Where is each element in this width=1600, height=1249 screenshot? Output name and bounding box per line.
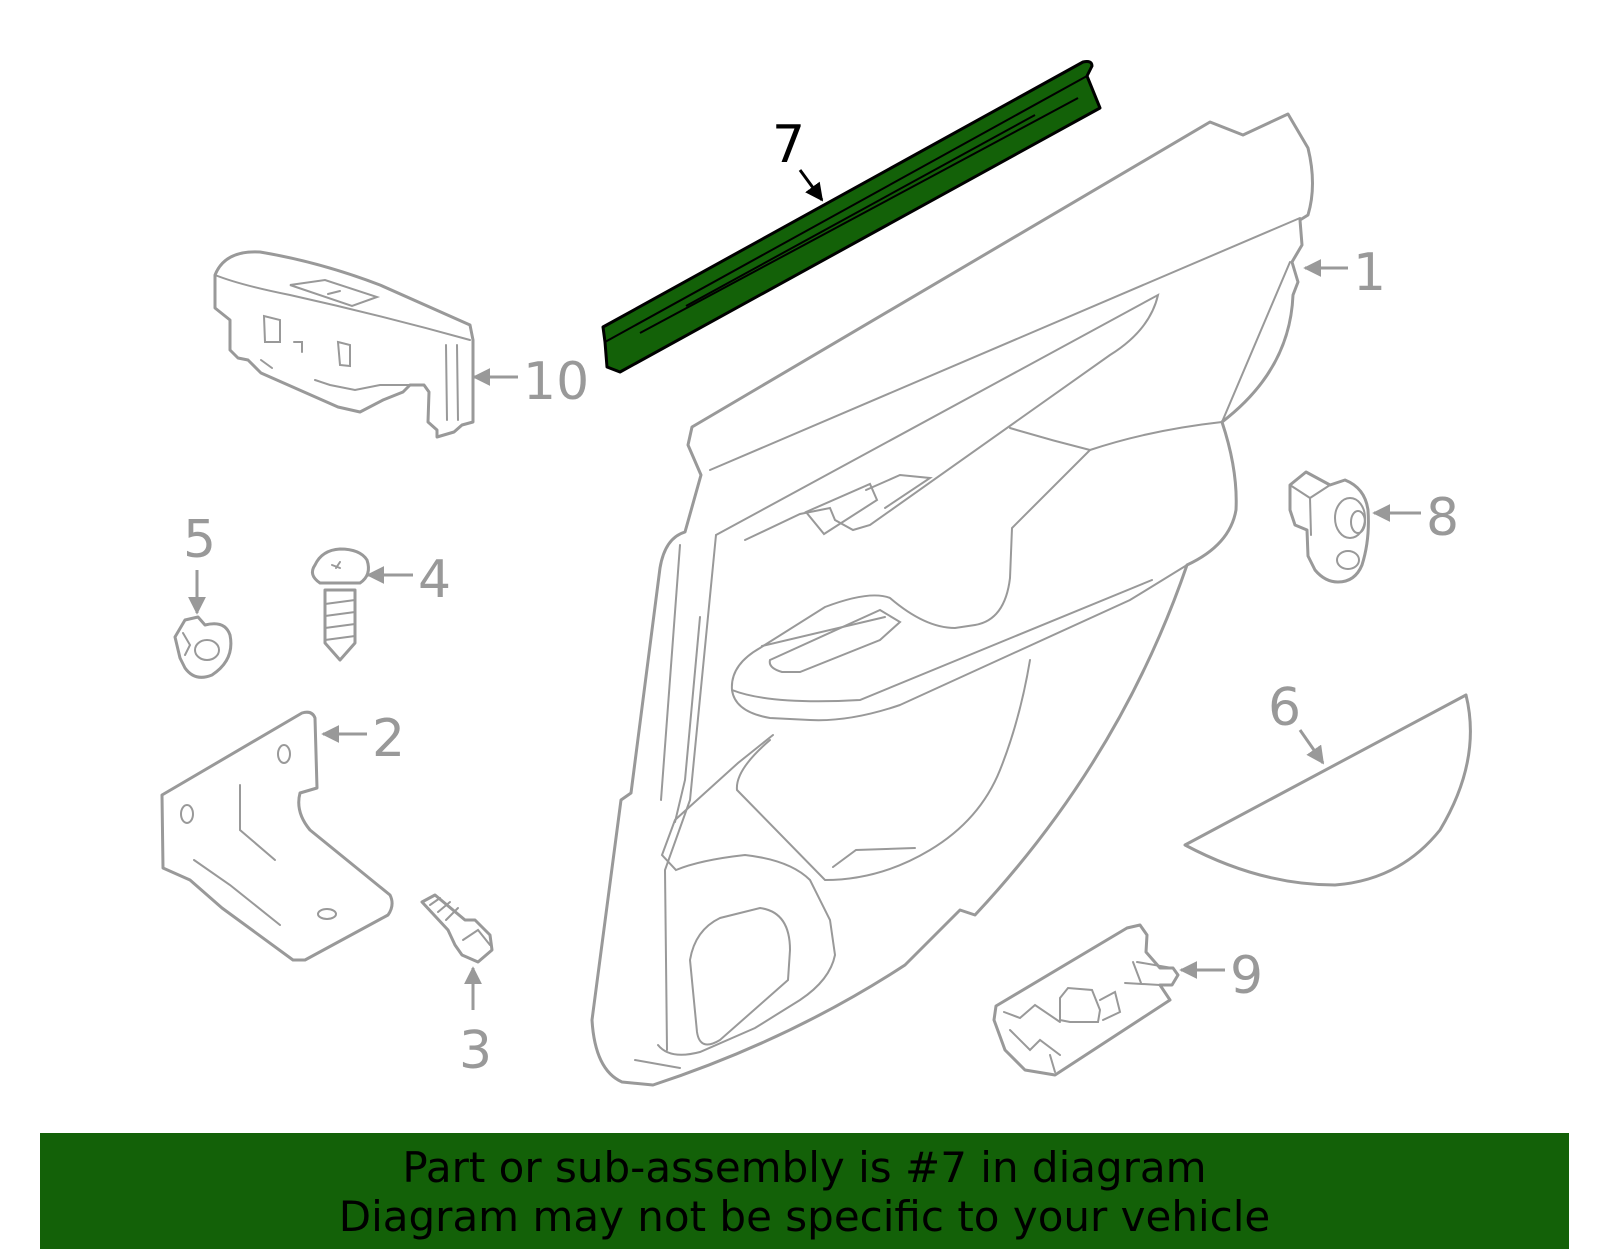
leader-7: [798, 169, 824, 202]
bracket-part-2: [160, 710, 394, 962]
callout-4: 4: [418, 550, 451, 610]
banner-line-1: Part or sub-assembly is #7 in diagram: [402, 1143, 1207, 1192]
grommet-part-8: [1288, 470, 1370, 584]
callout-5: 5: [183, 510, 216, 570]
cover-part-6: [1183, 693, 1472, 887]
banner-line-2: Diagram may not be specific to your vehi…: [338, 1192, 1271, 1241]
leader-6: [1298, 729, 1325, 765]
callout-1: 1: [1353, 243, 1386, 303]
callout-3: 3: [459, 1021, 492, 1081]
callout-10: 10: [523, 352, 589, 412]
callout-2: 2: [372, 709, 405, 769]
screw-part-4: [310, 547, 370, 662]
callout-7: 7: [772, 115, 805, 175]
callout-6: 6: [1268, 678, 1301, 738]
handle-bezel-part-9: [992, 923, 1180, 1077]
window-switch-part-10: [213, 250, 475, 439]
callout-8: 8: [1426, 488, 1459, 548]
bolt-part-3: [420, 893, 494, 964]
clip-nut-part-5: [173, 615, 233, 679]
door-trim-panel-part-1: [590, 112, 1314, 1087]
info-banner: Part or sub-assembly is #7 in diagram Di…: [40, 1133, 1569, 1249]
belt-moulding-part-7: [601, 60, 1102, 374]
callout-9: 9: [1230, 946, 1263, 1006]
leader-lines: [188, 169, 1421, 1010]
